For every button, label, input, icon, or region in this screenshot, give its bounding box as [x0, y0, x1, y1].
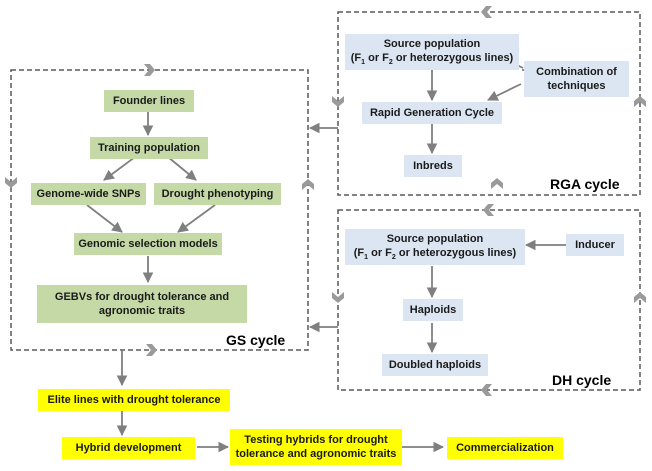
rga-cycle-label: RGA cycle [550, 176, 620, 192]
commercialization-box: Commercialization [447, 437, 563, 459]
rapid-generation-cycle-label: Rapid Generation Cycle [369, 106, 495, 119]
cycle-direction-chevrons [5, 6, 646, 396]
arrow-combo-rapid [487, 83, 522, 101]
inbreds-label: Inbreds [413, 159, 453, 172]
dh-source-label-line2: (F1 or F2 or heterozygous lines) [353, 247, 517, 262]
genomic-selection-models-label: Genomic selection models [78, 237, 218, 250]
drought-phenotyping-label: Drought phenotyping [161, 187, 274, 200]
doubled-haploids-box: Doubled haploids [382, 354, 488, 376]
rga-cycle-frame [337, 11, 641, 196]
haploids-label: Haploids [409, 303, 457, 316]
genomic-selection-models-box: Genomic selection models [74, 233, 222, 255]
inbreds-box: Inbreds [404, 155, 462, 177]
combination-label-line2: techniques [547, 80, 606, 92]
rga-source-label-line2: (F1 or F2 or heterozygous lines) [350, 52, 514, 67]
genome-wide-snps-label: Genome-wide SNPs [36, 187, 141, 200]
rapid-generation-cycle-box: Rapid Generation Cycle [362, 102, 502, 124]
founder-lines-label: Founder lines [112, 94, 186, 107]
elite-lines-label: Elite lines with drought tolerance [47, 393, 221, 406]
gs-cycle-label: GS cycle [226, 332, 286, 348]
rga-source-label-line1: Source population [383, 37, 481, 50]
gebvs-box: GEBVs for drought tolerance and agronomi… [37, 285, 247, 323]
commercialization-label: Commercialization [456, 441, 554, 454]
hybrid-development-box: Hybrid development [62, 437, 195, 459]
doubled-haploids-label: Doubled haploids [388, 358, 482, 371]
combination-label-line1: Combination of [536, 65, 617, 78]
dh-source-label-line1: Source population [386, 232, 484, 245]
dh-source-population-box: Source population (F1 or F2 or heterozyg… [345, 229, 525, 265]
arrow-training-pheno [167, 156, 197, 181]
dh-cycle-label: DH cycle [552, 372, 612, 388]
arrow-snps-models [86, 204, 123, 233]
arrow-training-snps [103, 156, 136, 181]
haploids-box: Haploids [403, 299, 463, 321]
hybrid-development-label: Hybrid development [75, 441, 182, 454]
combination-of-techniques-box: Combination of techniques [524, 61, 629, 97]
gs-cycle-frame [10, 69, 309, 351]
training-population-label: Training population [97, 141, 201, 154]
testing-hybrids-label-line2: tolerance and agronomic traits [235, 448, 397, 460]
arrow-pheno-models [177, 204, 216, 233]
gebvs-label-line2: agronomic traits [98, 305, 186, 317]
inducer-box: Inducer [566, 234, 624, 256]
founder-lines-box: Founder lines [104, 90, 194, 112]
rga-source-population-box: Source population (F1 or F2 or heterozyg… [345, 34, 519, 70]
gebvs-label-line1: GEBVs for drought tolerance and [54, 290, 230, 303]
testing-hybrids-box: Testing hybrids for drought tolerance an… [230, 429, 402, 465]
testing-hybrids-label-line1: Testing hybrids for drought [244, 433, 388, 446]
elite-lines-box: Elite lines with drought tolerance [38, 389, 230, 411]
inducer-label: Inducer [575, 238, 615, 251]
training-population-box: Training population [90, 137, 208, 159]
genome-wide-snps-box: Genome-wide SNPs [31, 183, 146, 205]
drought-phenotyping-box: Drought phenotyping [154, 183, 281, 205]
